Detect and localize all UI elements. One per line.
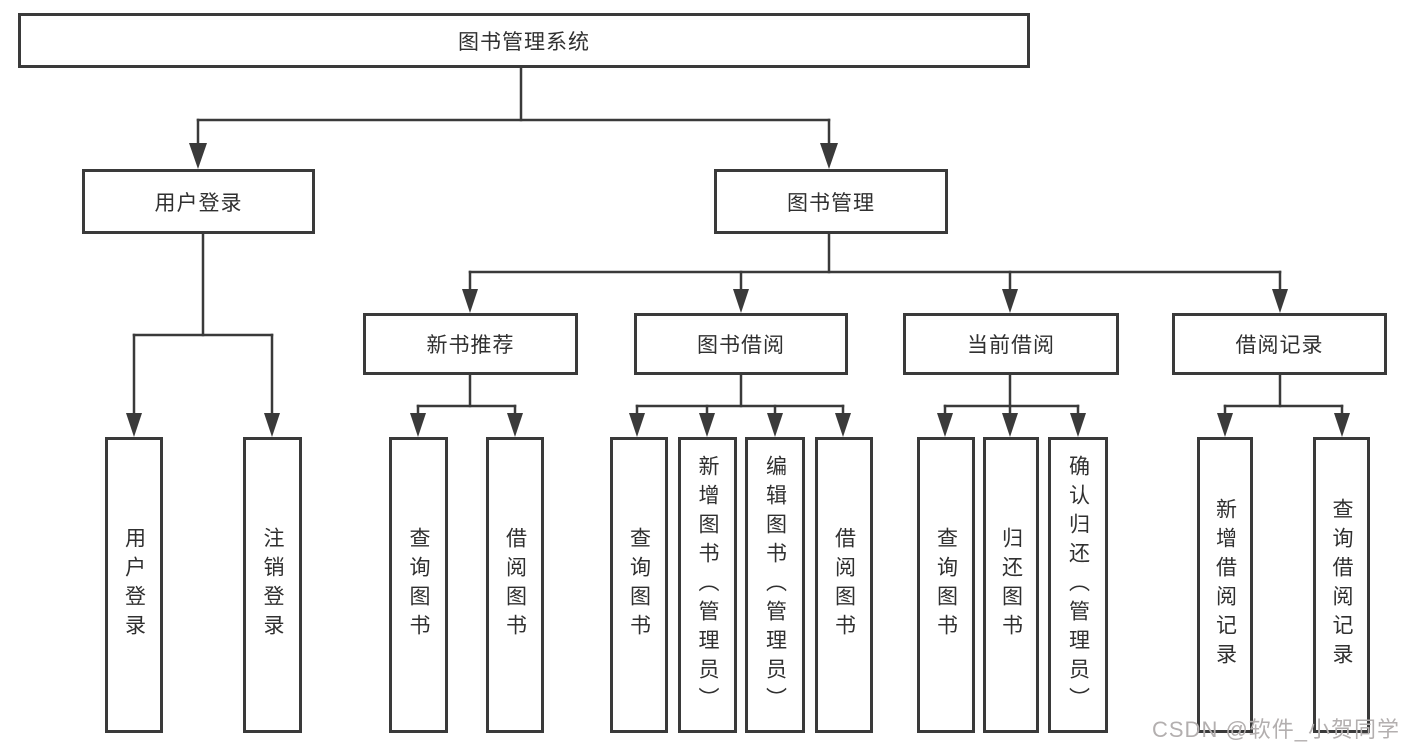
node-leaf-return-book: 归还图书 bbox=[983, 437, 1039, 733]
node-label: 图书借阅 bbox=[697, 334, 785, 357]
node-label: 编辑图书（管理员） bbox=[763, 454, 787, 716]
node-leaf-query-books-3: 查询图书 bbox=[917, 437, 975, 733]
csdn-watermark: CSDN @软件_小贺同学 bbox=[1152, 717, 1401, 742]
node-leaf-add-book-admin: 新增图书（管理员） bbox=[678, 437, 737, 733]
node-label: 当前借阅 bbox=[967, 334, 1055, 357]
node-leaf-user-login: 用户登录 bbox=[105, 437, 163, 733]
node-leaf-add-borrow-record: 新增借阅记录 bbox=[1197, 437, 1253, 733]
node-label: 用户登录 bbox=[154, 191, 243, 215]
node-leaf-borrow-books-1: 借阅图书 bbox=[486, 437, 544, 733]
node-leaf-borrow-books-2: 借阅图书 bbox=[815, 437, 873, 733]
node-label: 归还图书 bbox=[999, 527, 1023, 643]
node-book-borrowing: 图书借阅 bbox=[634, 313, 848, 375]
node-label: 借阅图书 bbox=[832, 527, 856, 643]
node-borrowing-records: 借阅记录 bbox=[1172, 313, 1387, 375]
node-label: 查询图书 bbox=[407, 527, 430, 643]
node-label: 图书管理 bbox=[787, 191, 875, 215]
node-leaf-query-books-1: 查询图书 bbox=[389, 437, 448, 733]
node-leaf-logout: 注销登录 bbox=[243, 437, 302, 733]
node-label: 图书管理系统 bbox=[458, 30, 590, 54]
node-leaf-edit-book-admin: 编辑图书（管理员） bbox=[745, 437, 805, 733]
node-label: 新增图书（管理员） bbox=[696, 454, 719, 716]
arrowheads bbox=[126, 143, 1350, 437]
node-label: 新增借阅记录 bbox=[1213, 498, 1237, 672]
node-leaf-query-books-2: 查询图书 bbox=[610, 437, 668, 733]
node-label: 借阅图书 bbox=[503, 527, 527, 643]
node-leaf-confirm-return-admin: 确认归还（管理员） bbox=[1048, 437, 1108, 733]
node-label: 确认归还（管理员） bbox=[1066, 454, 1090, 716]
node-new-book-recommend: 新书推荐 bbox=[363, 313, 578, 375]
node-label: 用户登录 bbox=[122, 527, 146, 643]
node-label: 查询图书 bbox=[627, 527, 651, 643]
node-label: 借阅记录 bbox=[1235, 334, 1324, 357]
node-label: 新书推荐 bbox=[426, 334, 515, 357]
node-label: 注销登录 bbox=[261, 527, 284, 643]
node-label: 查询图书 bbox=[934, 527, 958, 643]
node-current-borrowing: 当前借阅 bbox=[903, 313, 1119, 375]
node-book-management: 图书管理 bbox=[714, 169, 948, 234]
node-user-login: 用户登录 bbox=[82, 169, 315, 234]
node-library-system: 图书管理系统 bbox=[18, 13, 1030, 68]
node-label: 查询借阅记录 bbox=[1330, 498, 1353, 672]
node-leaf-query-borrow-record: 查询借阅记录 bbox=[1313, 437, 1370, 733]
